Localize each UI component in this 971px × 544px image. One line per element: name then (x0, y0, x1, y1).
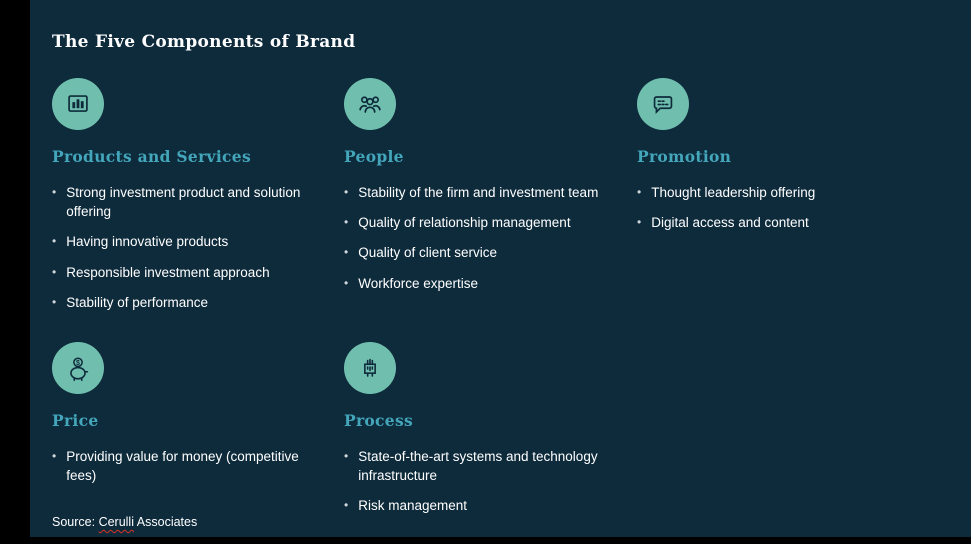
bullet-icon: • (52, 185, 57, 199)
section-promotion: Promotion •Thought leadership offering •… (637, 78, 903, 243)
bullet-icon: • (344, 185, 349, 199)
bullet-list: •State-of-the-art systems and technology… (344, 447, 610, 516)
section-heading: Promotion (637, 147, 732, 166)
bullet-icon: • (52, 294, 57, 309)
bullet-list: •Stability of the firm and investment te… (344, 183, 610, 293)
list-item: •Digital access and content (637, 213, 903, 232)
people-icon (344, 78, 396, 130)
section-heading: Products and Services (52, 147, 251, 166)
bottom-black-bar (0, 537, 971, 544)
bullet-list: •Thought leadership offering •Digital ac… (637, 183, 903, 232)
source-prefix: Source: (52, 515, 99, 529)
list-item: •Quality of client service (344, 243, 610, 262)
bar-chart-icon (52, 78, 104, 130)
bullet-icon: • (344, 215, 349, 230)
process-box-icon (344, 342, 396, 394)
section-people: People •Stability of the firm and invest… (344, 78, 610, 304)
source-note: Source: Cerulli Associates (52, 515, 197, 529)
list-item: •Strong investment product and solution … (52, 183, 304, 221)
bullet-icon: • (52, 234, 57, 249)
source-spellcheck-word: Cerulli (98, 515, 134, 529)
list-item: •Workforce expertise (344, 274, 610, 293)
bullet-list: •Strong investment product and solution … (52, 183, 304, 312)
bullet-icon: • (52, 264, 57, 279)
list-item: •Thought leadership offering (637, 183, 903, 202)
list-item: •Risk management (344, 496, 610, 515)
section-heading: Process (344, 411, 414, 430)
bullet-icon: • (637, 185, 642, 199)
bullet-icon: • (344, 275, 349, 290)
bullet-list: •Providing value for money (competitive … (52, 447, 304, 485)
section-heading: People (344, 147, 404, 166)
bullet-icon: • (344, 449, 349, 463)
list-item: •Having innovative products (52, 232, 304, 251)
bullet-icon: • (344, 245, 349, 260)
list-item: •Providing value for money (competitive … (52, 447, 304, 485)
bullet-icon: • (637, 215, 642, 230)
section-price: $ Price •Providing value for money (comp… (52, 342, 304, 496)
page-title: The Five Components of Brand (52, 32, 356, 52)
list-item: •Responsible investment approach (52, 263, 304, 282)
section-heading: Price (52, 411, 99, 430)
section-process: Process •State-of-the-art systems and te… (344, 342, 610, 527)
piggy-bank-icon: $ (52, 342, 104, 394)
list-item: •Quality of relationship management (344, 213, 610, 232)
list-item: •State-of-the-art systems and technology… (344, 447, 610, 485)
source-suffix: Associates (134, 515, 198, 529)
list-item: •Stability of the firm and investment te… (344, 183, 610, 202)
left-black-bar (0, 0, 30, 544)
list-item: •Stability of performance (52, 293, 304, 312)
bullet-icon: • (344, 498, 349, 513)
speech-bubble-icon (637, 78, 689, 130)
section-products-and-services: Products and Services •Strong investment… (52, 78, 304, 323)
svg-text:$: $ (76, 360, 80, 367)
bullet-icon: • (52, 449, 57, 463)
